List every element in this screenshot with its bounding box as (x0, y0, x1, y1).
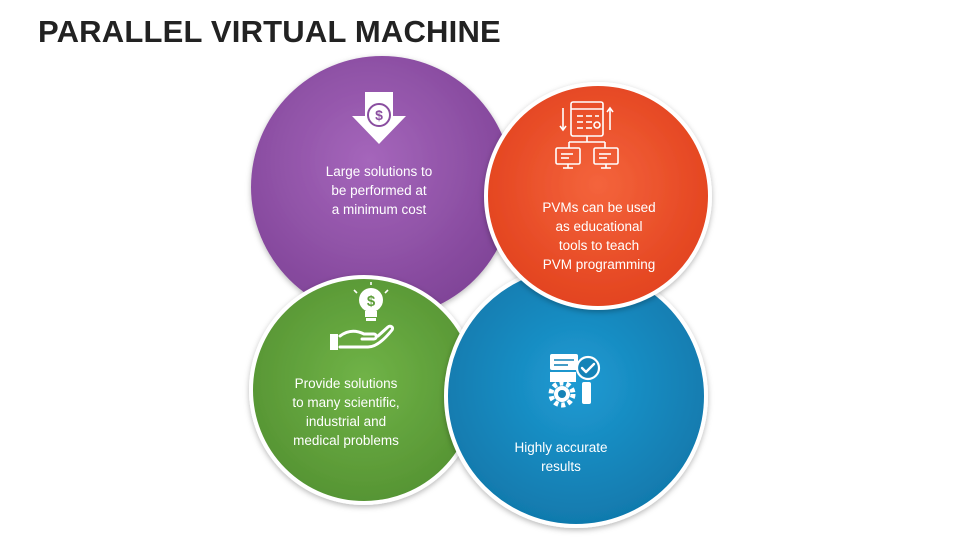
dollar-down-arrow-icon: $ (352, 92, 406, 144)
circle-text-line: PVMs can be used (542, 200, 655, 215)
orange-circle-text: PVMs can be used as educational tools to t… (542, 200, 655, 272)
blue-circle-text: Highly accurate results (514, 440, 607, 474)
purple-circle (251, 56, 513, 318)
circle-text-line: PVM programming (543, 257, 656, 272)
green-circle-text: Provide solutions to many scientific, indu… (292, 376, 399, 448)
circle-text-line: medical problems (293, 433, 399, 448)
circle-text-line: a minimum cost (332, 202, 427, 217)
svg-text:$: $ (375, 107, 383, 123)
circle-text-line: tools to teach (559, 238, 639, 253)
circle-text-line: industrial and (306, 414, 386, 429)
circle-text-line: as educational (555, 219, 642, 234)
purple-circle-text: Large solutions to be performed at a minim… (326, 164, 433, 217)
gear-check-document-icon (548, 354, 601, 408)
svg-text:$: $ (367, 293, 376, 310)
circle-text-line: to many scientific, (292, 395, 399, 410)
circle-text-line: results (541, 459, 581, 474)
page-title: PARALLEL VIRTUAL MACHINE (38, 14, 501, 49)
circle-text-line: Provide solutions (295, 376, 398, 391)
orange-circle (484, 82, 712, 310)
circle-text-line: Highly accurate (514, 440, 607, 455)
circle-text-line: Large solutions to (326, 164, 433, 179)
circle-text-line: be performed at (331, 183, 427, 198)
network-server-icon (555, 101, 619, 169)
hand-dollar-bulb-icon: $ (330, 282, 394, 350)
